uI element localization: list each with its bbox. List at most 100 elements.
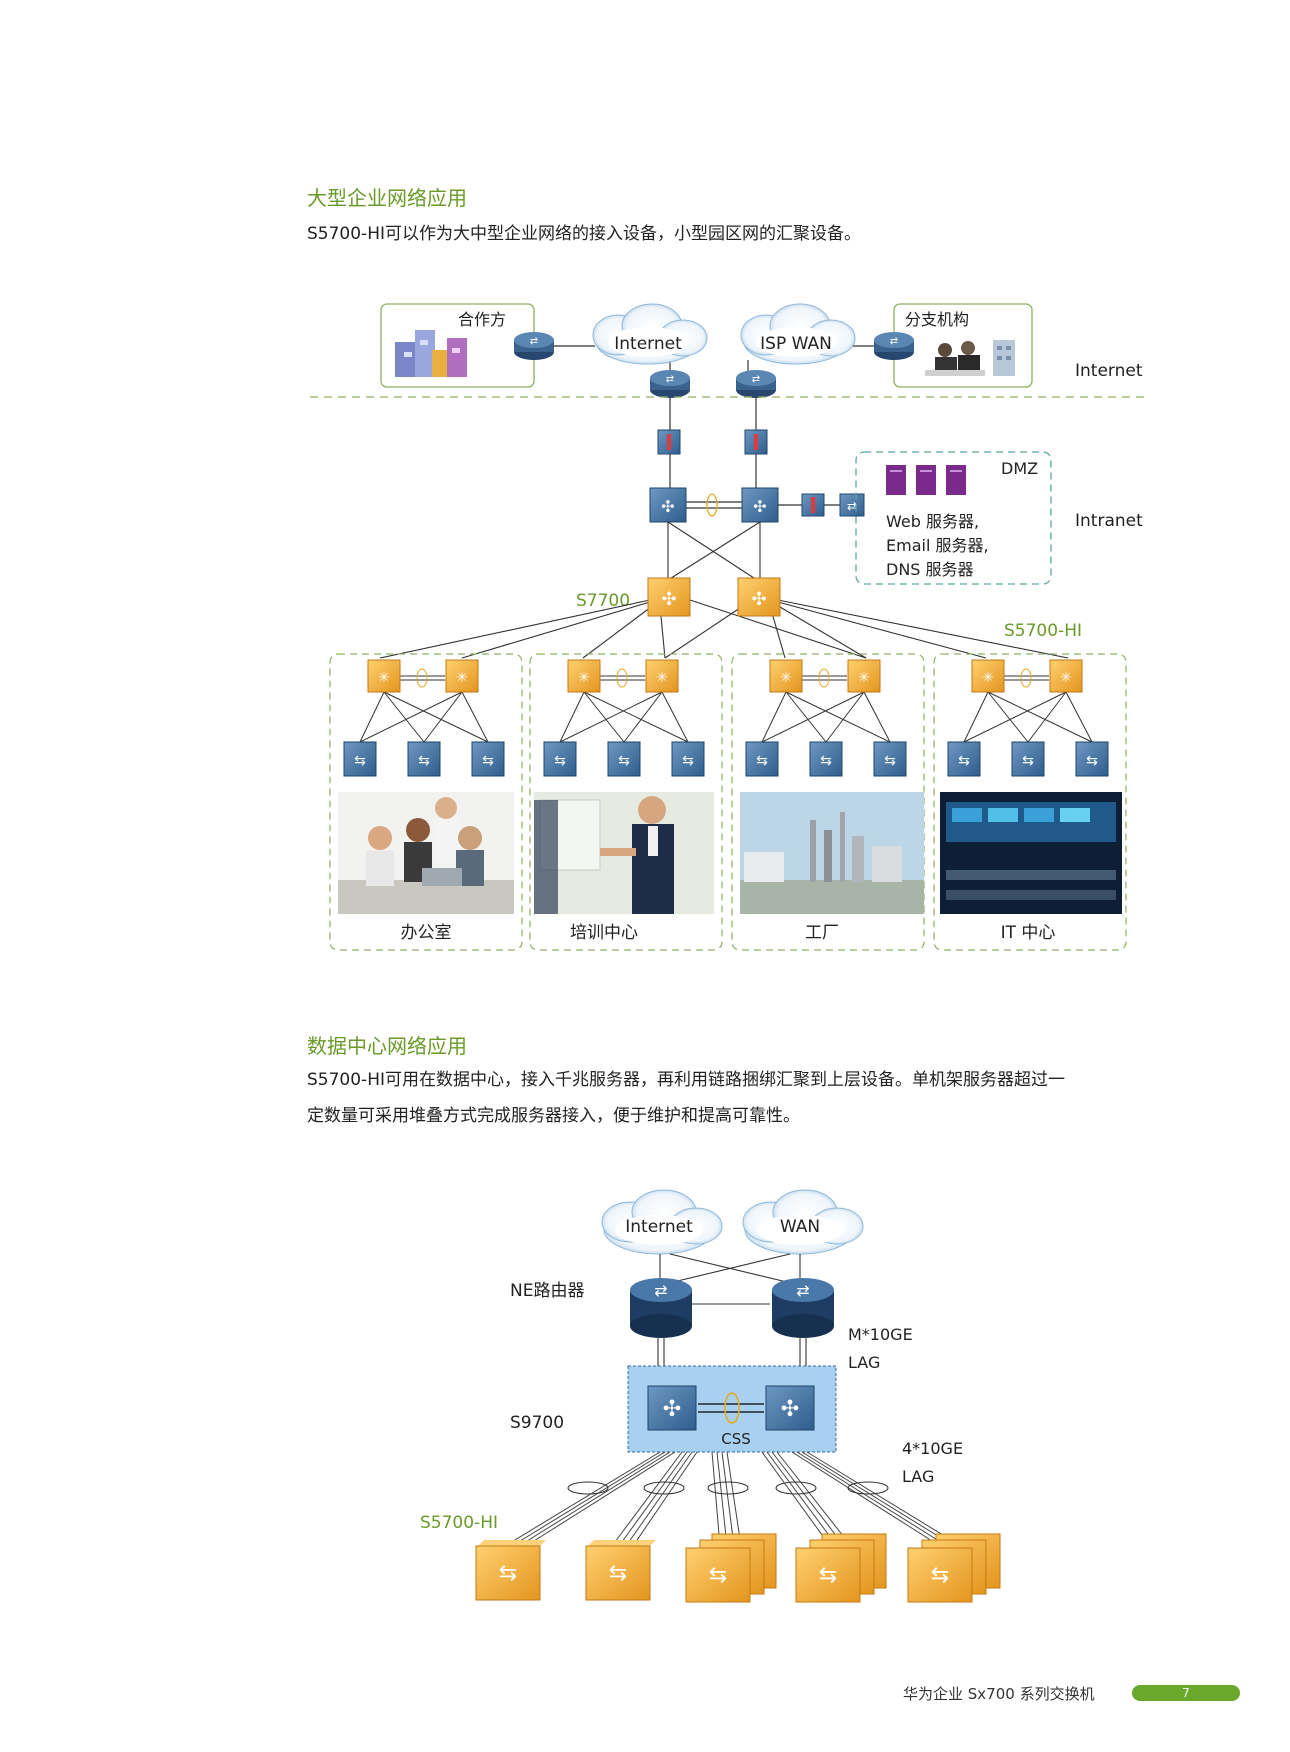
area-it-center: ✳ ✳ ⇆ ⇆ ⇆ IT 中心 [933,653,1127,951]
area-it-center-label: IT 中心 [1001,923,1056,943]
internet-cloud-2: Internet [601,1189,723,1255]
css-cluster: ✣ ✣ CSS [627,1365,837,1453]
ne-router-icon: ⇄ [630,1278,692,1338]
svg-text:⇆: ⇆ [819,1563,837,1588]
svg-text:⇆: ⇆ [482,753,494,769]
svg-text:⇄: ⇄ [847,499,857,513]
firewall-icon [657,429,681,455]
svg-text:✣: ✣ [661,589,676,610]
wan-cloud: WAN [742,1189,864,1255]
svg-text:⇆: ⇆ [554,753,566,769]
section1-title: 大型企业网络应用 [307,186,467,210]
svg-text:⇆: ⇆ [958,753,970,769]
svg-text:⇆: ⇆ [709,1563,727,1588]
svg-text:✣: ✣ [751,589,766,610]
area-factory-label: 工厂 [805,923,839,943]
wan-cloud-label: WAN [780,1217,820,1237]
dmz-service-dns: DNS 服务器 [886,560,974,579]
svg-text:✣: ✣ [661,497,674,516]
svg-text:⇆: ⇆ [1086,753,1098,769]
svg-text:✳: ✳ [1060,670,1072,686]
zone-internet-label: Internet [1075,361,1143,381]
internet-cloud: Internet [592,303,708,365]
area-factory: ✳ ✳ ⇆ ⇆ ⇆ 工厂 [731,653,925,951]
svg-text:⇆: ⇆ [931,1563,949,1588]
zone-intranet-label: Intranet [1075,511,1143,531]
partner-label: 合作方 [458,310,506,329]
svg-text:⇄: ⇄ [530,336,538,347]
svg-text:⇄: ⇄ [666,374,674,385]
svg-text:⇄: ⇄ [752,374,760,385]
svg-text:✣: ✣ [781,1397,799,1422]
router-icon: ⇄ [874,332,914,360]
area-training: ✳ ✳ ⇆ ⇆ ⇆ 培训中心 [529,653,723,951]
server-icon [946,465,966,495]
svg-text:⇆: ⇆ [609,1561,627,1586]
isp-wan-cloud-label: ISP WAN [760,334,832,354]
svg-text:✳: ✳ [578,670,590,686]
footer-text: 华为企业 Sx700 系列交换机 [903,1685,1095,1703]
svg-text:⇆: ⇆ [418,753,430,769]
section2-title: 数据中心网络应用 [307,1034,467,1058]
core-switch-icon: ✣ [741,487,779,523]
svg-text:⇄: ⇄ [890,336,898,347]
access-switch-stack-icon: ⇆ [795,1533,887,1603]
firewall-icon [801,493,825,517]
area-training-label: 培训中心 [570,923,638,943]
svg-text:✣: ✣ [663,1397,681,1422]
s9700-label: S9700 [510,1413,564,1433]
branch-office-image [925,340,1015,376]
s5700-hi-label-2: S5700-HI [420,1513,498,1533]
svg-text:⇆: ⇆ [682,753,694,769]
ne-router-label: NE路由器 [510,1281,584,1301]
s7700-label: S7700 [576,591,630,611]
svg-text:⇄: ⇄ [796,1281,809,1300]
server-icon [886,465,906,495]
firewall-icon [744,429,768,455]
svg-text:✳: ✳ [656,670,668,686]
core-switch-icon: ✣ [649,487,687,523]
svg-text:⇆: ⇆ [820,753,832,769]
svg-text:✳: ✳ [982,670,994,686]
svg-text:⇆: ⇆ [884,753,896,769]
dmz-service-web: Web 服务器, [886,512,979,531]
svg-text:✳: ✳ [858,670,870,686]
lag-bottom-line1: 4*10GE [902,1439,963,1458]
dmz-service-email: Email 服务器, [886,536,989,555]
access-switch-stack-icon: ⇆ [685,1533,777,1603]
partner-buildings-image [395,330,467,377]
lag-bottom-line2: LAG [902,1467,934,1486]
svg-text:⇆: ⇆ [756,753,768,769]
area-office: ✳ ✳ ⇆ ⇆ ⇆ 办公室 [329,653,523,951]
svg-text:✳: ✳ [456,670,468,686]
lag-top-line2: LAG [848,1353,880,1372]
ne-router-icon: ⇄ [772,1278,834,1338]
branch-label: 分支机构 [905,310,969,329]
access-switch-stack-icon: ⇆ [907,1533,1001,1603]
dmz-title: DMZ [1001,459,1038,478]
internet-cloud-label: Internet [614,334,682,354]
page-number: 7 [1132,1685,1240,1701]
svg-text:⇆: ⇆ [354,753,366,769]
router-icon: ⇄ [650,370,690,398]
svg-text:⇄: ⇄ [654,1281,667,1300]
access-switch-icon: ⇆ [585,1540,656,1601]
svg-text:✳: ✳ [378,670,390,686]
internet-cloud-2-label: Internet [625,1217,693,1237]
area-office-label: 办公室 [401,923,452,943]
lag-top-line1: M*10GE [848,1325,913,1344]
router-icon: ⇄ [736,370,776,398]
svg-text:⇆: ⇆ [499,1561,517,1586]
svg-text:✣: ✣ [753,497,766,516]
isp-wan-cloud: ISP WAN [740,303,856,365]
svg-text:✳: ✳ [780,670,792,686]
svg-text:⇆: ⇆ [1022,753,1034,769]
section2-desc-line2: 定数量可采用堆叠方式完成服务器接入，便于维护和提高可靠性。 [307,1106,800,1126]
s7700-switch-icon: ✣ [737,577,781,617]
s5700-hi-label: S5700-HI [1004,621,1082,641]
s7700-switch-icon: ✣ [647,577,691,617]
css-label: CSS [721,1430,751,1448]
router-icon: ⇄ [514,332,554,360]
access-switch-icon: ⇆ [475,1540,546,1601]
